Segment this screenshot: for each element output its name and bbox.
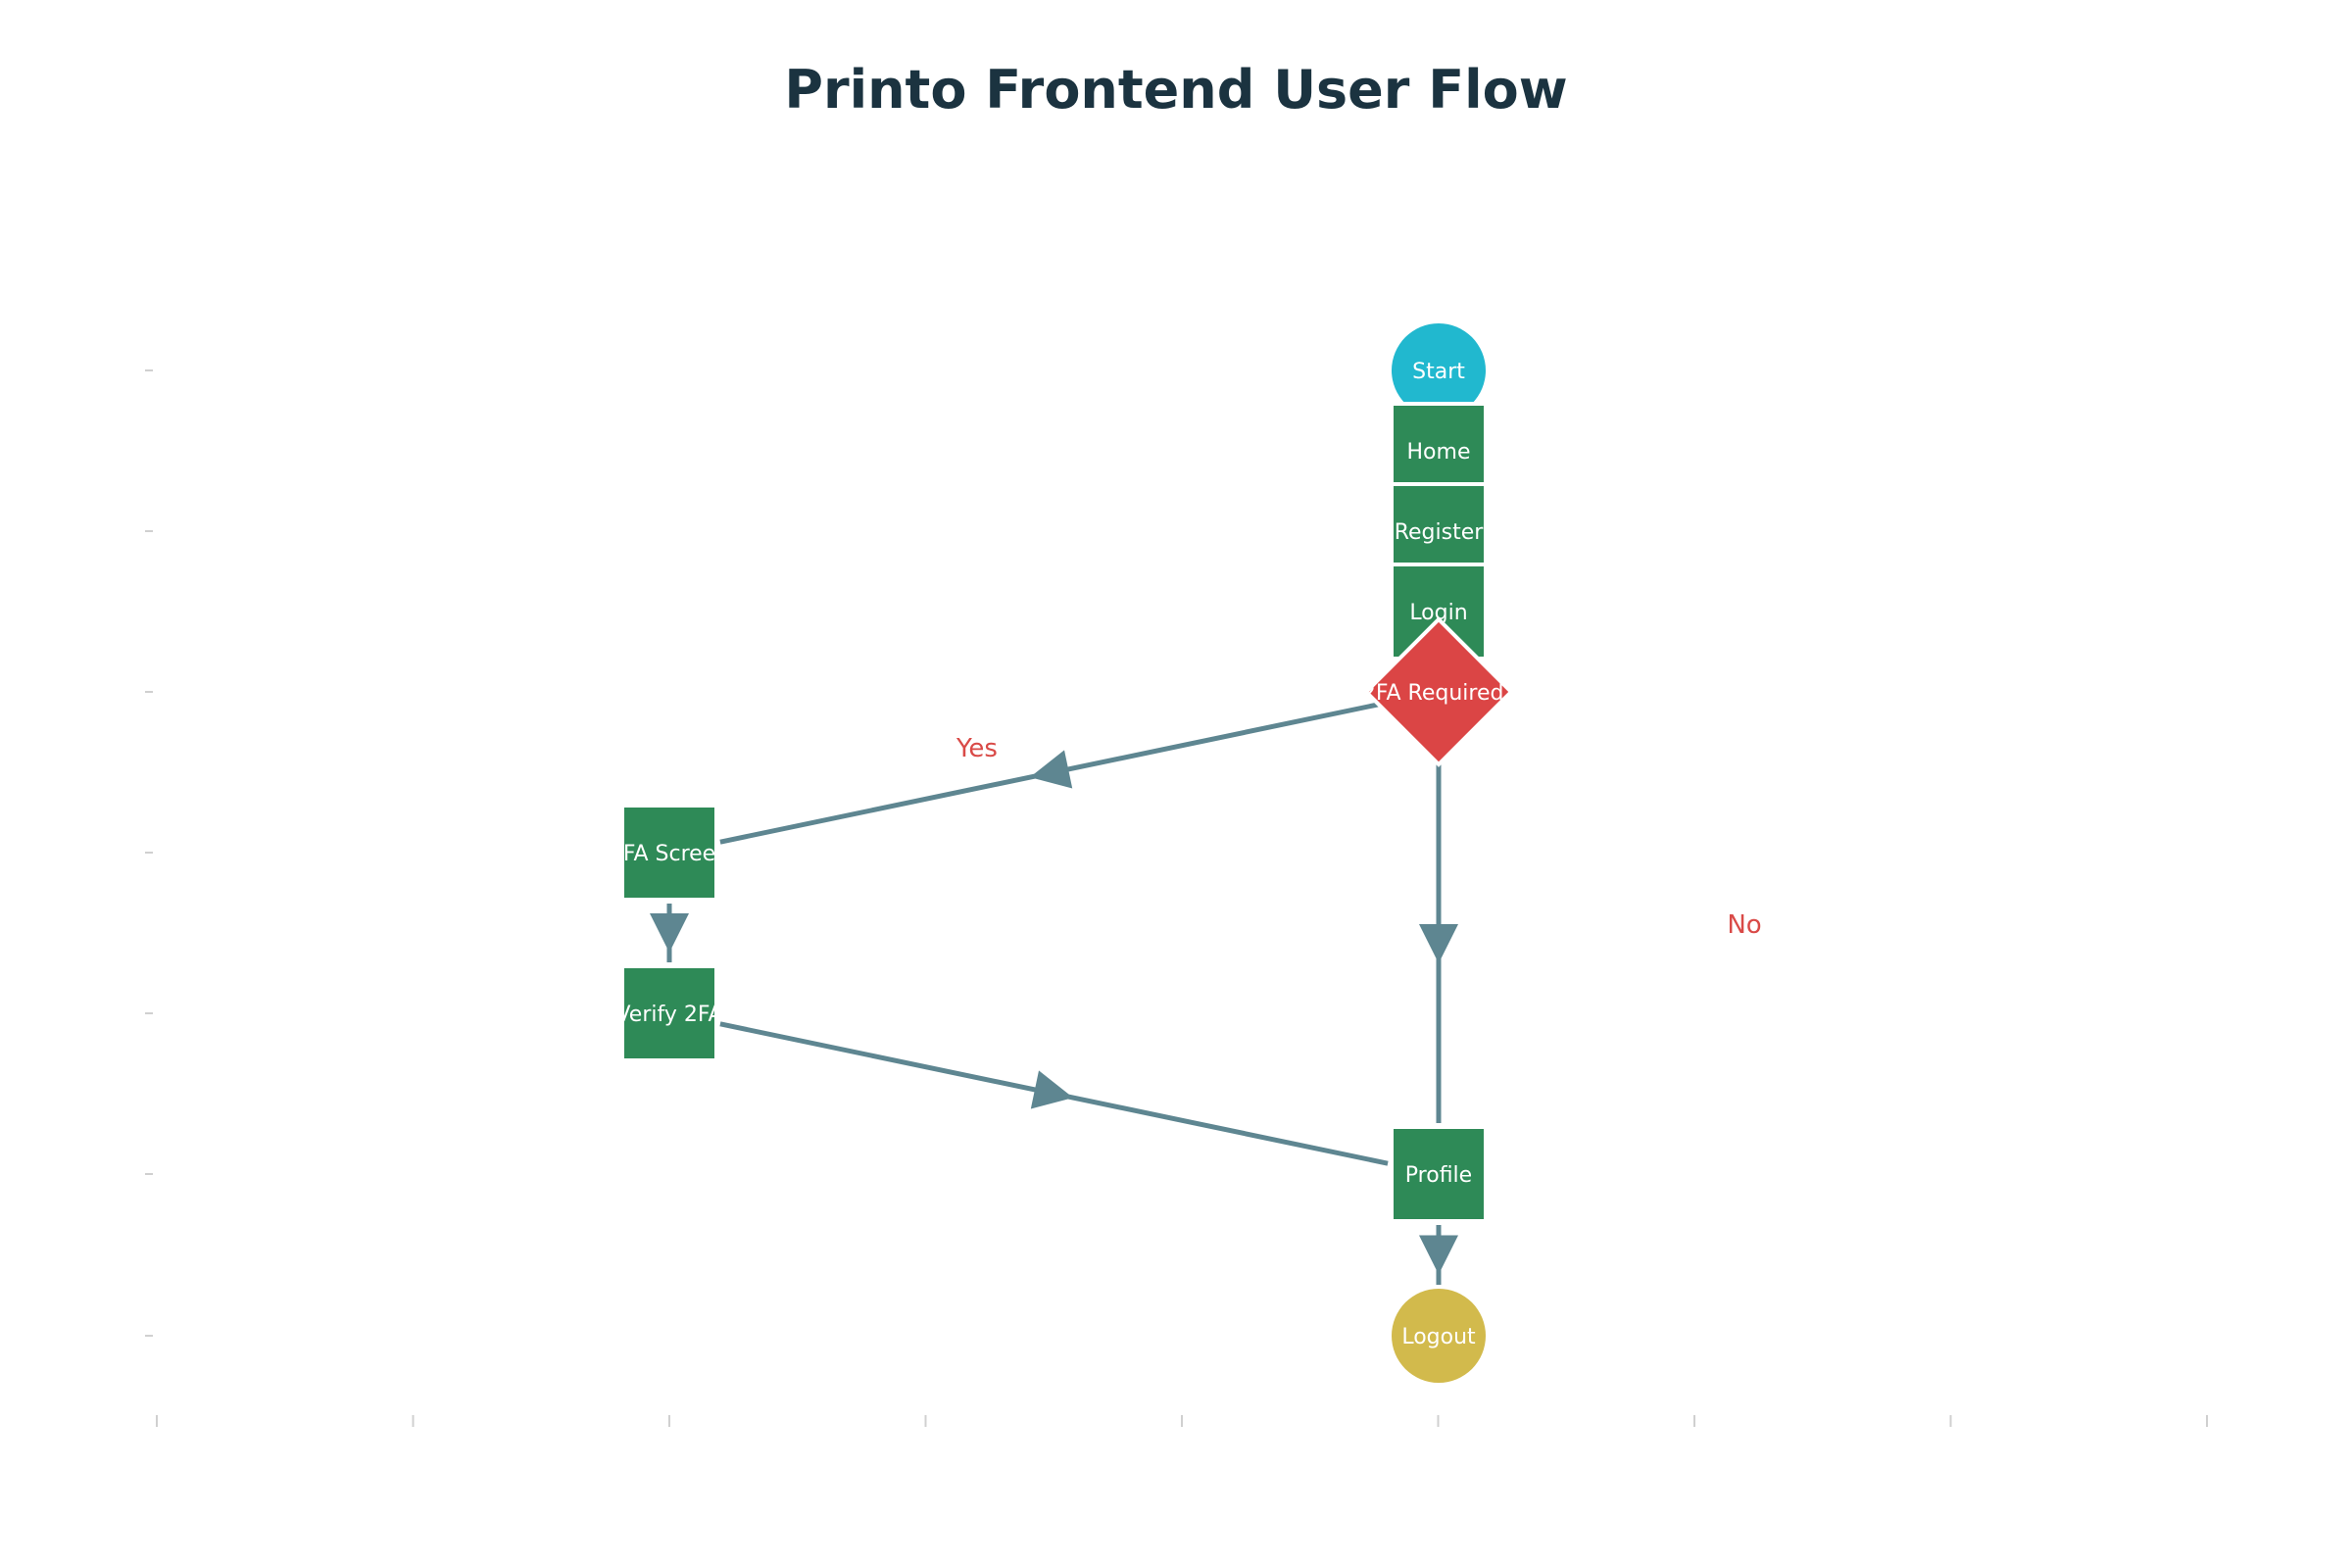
node-label: Start xyxy=(1412,360,1465,384)
node-shape xyxy=(1390,1125,1488,1223)
flow-edge-twofa_required-to-twofa_screen xyxy=(719,702,1379,845)
node-label: Home xyxy=(1407,440,1471,465)
node-shape xyxy=(1392,1289,1486,1383)
node-label: 2FA Required? xyxy=(1362,681,1515,706)
edge-arrowhead xyxy=(650,913,689,953)
node-label: Profile xyxy=(1405,1163,1472,1188)
node-start: Start xyxy=(1392,323,1486,417)
axis-ticks xyxy=(145,369,2208,1427)
node-label: 2FA Screen xyxy=(610,842,729,866)
edge-arrowhead xyxy=(1030,1070,1074,1109)
node-logout: Logout xyxy=(1392,1289,1486,1383)
node-shape xyxy=(1392,323,1486,417)
diagram-title: Printo Frontend User Flow xyxy=(784,59,1568,121)
edge-arrowhead xyxy=(1419,924,1458,963)
flow-edges xyxy=(650,391,1458,1285)
edge-label-yes: Yes xyxy=(956,734,998,763)
node-twofa_screen: 2FA Screen xyxy=(610,804,729,902)
node-twofa_required: 2FA Required? xyxy=(1362,616,1515,767)
node-login: Login xyxy=(1390,563,1488,661)
edge-arrowhead xyxy=(1029,750,1073,789)
node-shape xyxy=(1363,616,1514,767)
node-shape xyxy=(620,804,718,902)
node-verify_2fa: Verify 2FA xyxy=(615,964,722,1062)
flow-edge-twofa_screen-to-verify_2fa xyxy=(650,904,689,962)
node-label: Logout xyxy=(1401,1325,1476,1349)
node-label: Verify 2FA xyxy=(615,1003,722,1027)
flow-edge-verify_2fa-to-profile xyxy=(719,1021,1389,1166)
node-shape xyxy=(620,964,718,1062)
node-label: Register xyxy=(1395,520,1485,545)
edge-arrowhead xyxy=(1419,1235,1458,1275)
flow-edge-twofa_required-to-profile xyxy=(1419,764,1458,1123)
node-profile: Profile xyxy=(1390,1125,1488,1223)
flow-edge-profile-to-logout xyxy=(1419,1225,1458,1285)
edge-label-no: No xyxy=(1727,910,1761,940)
